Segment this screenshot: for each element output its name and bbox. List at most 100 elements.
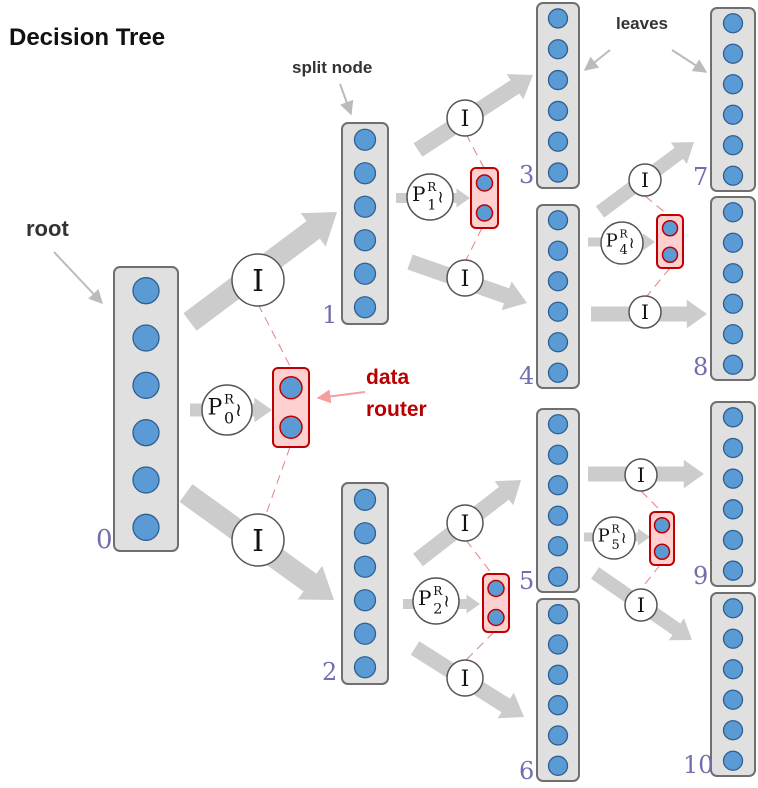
root-callout: root [26,216,69,241]
identity-op-node-1-bottom: I [446,259,484,297]
data-router-1 [470,167,499,229]
node-unit [722,689,744,710]
node-number-label: 7 [693,163,708,191]
router-unit [279,376,303,400]
node-unit [547,414,569,435]
routing-symbol-superscript: R [433,584,443,598]
node-unit [547,210,569,231]
node-body [536,408,580,593]
identity-symbol: I [461,512,470,537]
node-unit [547,505,569,526]
node-body [710,592,756,777]
routing-symbol-superscript: R [611,523,620,536]
router-unit [475,174,494,192]
node-body [341,122,389,325]
node-unit [353,589,377,612]
routing-symbol-superscript: R [427,180,437,194]
node-unit [547,39,569,60]
node-unit [132,277,160,305]
identity-symbol: I [252,524,264,559]
data-router-callout-pointer [316,389,366,404]
node-number-label: 6 [519,757,534,785]
node-unit [132,324,160,352]
node-unit [353,162,377,185]
node-unit [722,659,744,680]
identity-circle [628,295,662,329]
node-unit [722,468,744,489]
node-unit [353,128,377,151]
node-unit [547,755,569,776]
node-body [536,598,580,782]
node-unit [547,566,569,587]
routing-symbol-base: P [418,586,431,610]
node-unit [547,362,569,383]
identity-circle [231,513,285,567]
split-node-callout-pointer [339,83,354,116]
node-unit [722,750,744,771]
node-unit [722,529,744,551]
identity-circle [446,99,484,137]
routing-circle [412,577,460,625]
node-unit [722,232,744,253]
node-body [710,401,756,587]
node-number-label: 3 [519,161,534,189]
node-number-label: 10 [683,751,714,779]
routing-symbol-superscript: R [619,228,628,241]
node-unit [722,43,744,64]
node-unit [722,202,744,223]
connector-router-0-bottom [264,446,291,518]
node-unit [547,604,569,625]
identity-op-node-4-bottom: I [628,295,662,329]
node-unit [132,513,160,541]
node-unit [547,69,569,91]
node-unit [722,598,744,619]
node-unit [722,720,744,741]
connector-router-1-bottom [465,227,483,261]
connector-router-2-top [465,539,493,575]
identity-symbol: I [461,107,470,132]
routing-circle [600,221,644,265]
node-body [536,204,580,389]
node-unit [353,622,377,645]
data-routers [272,167,684,633]
router-unit [279,415,303,439]
identity-symbol: I [461,267,470,292]
routing-circle [201,384,253,436]
node-unit [547,131,569,152]
node-unit [353,522,377,545]
node-unit [722,104,744,125]
node-unit [132,466,160,494]
routing-symbol-base: P [606,231,618,252]
node-unit [547,8,569,29]
node-unit [722,437,744,459]
routing-symbol-subscript: 4 [619,243,627,258]
routing-symbol-base: P [412,182,425,206]
tree-node-0: 0 [96,266,179,555]
node-unit [547,695,569,716]
node-number-label: 0 [96,525,113,555]
identity-symbol: I [637,593,645,617]
identity-op-root-bottom: I [231,513,285,567]
node-unit [547,162,569,183]
tree-node-7: 7 [693,7,756,192]
identity-circle [446,659,484,697]
connector-router-0-top [257,303,292,369]
node-unit [547,536,569,557]
leaves-callout-pointer-left [583,49,611,71]
routing-symbol-tilde: ≀ [437,188,443,208]
routing-symbol-tilde: ≀ [235,400,242,421]
identity-symbol: I [252,264,264,299]
routing-circle [592,516,636,560]
router-unit [653,517,671,534]
node-unit [722,135,744,156]
node-body [113,266,179,552]
identity-circle [446,259,484,297]
router-unit [661,220,679,237]
tree-node-4: 4 [519,204,580,390]
identity-circle [624,458,658,492]
routing-symbol-base: P [208,395,223,420]
node-unit [722,263,744,284]
node-unit [722,293,744,314]
node-unit [353,555,377,578]
